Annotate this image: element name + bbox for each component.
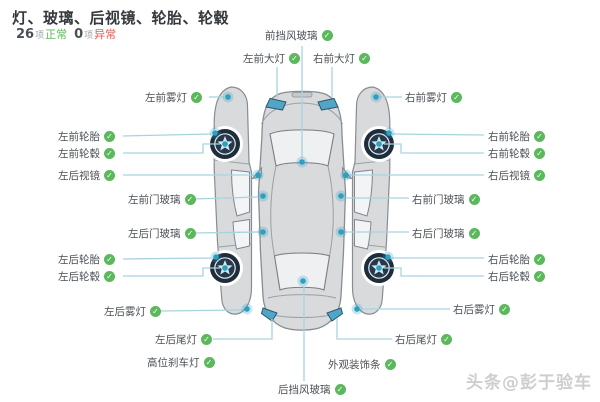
check-icon: ✓ [104, 271, 115, 282]
part-name: 右前轮毂 [488, 148, 530, 160]
check-icon: ✓ [441, 334, 452, 345]
part-name: 左前轮毂 [58, 148, 100, 160]
check-icon: ✓ [499, 304, 510, 315]
label-rear-left-foglight[interactable]: 左后雾灯 ✓ [104, 305, 161, 318]
part-name: 右前雾灯 [405, 92, 447, 104]
check-icon: ✓ [534, 148, 545, 159]
part-name: 左前轮胎 [58, 131, 100, 143]
check-icon: ✓ [104, 254, 115, 265]
label-rear-right-taillight[interactable]: 右后尾灯 ✓ [395, 333, 452, 346]
left-side-panel [209, 87, 252, 314]
label-rear-right-wheel-hub[interactable]: 右后轮毂 ✓ [488, 270, 545, 283]
part-name: 左后轮毂 [58, 271, 100, 283]
part-name: 右前轮胎 [488, 131, 530, 143]
part-name: 右后尾灯 [395, 334, 437, 346]
part-name: 高位刹车灯 [147, 357, 200, 369]
label-rear-right-foglight[interactable]: 右后雾灯 ✓ [453, 303, 510, 316]
label-front-right-headlight[interactable]: 右前大灯 ✓ [313, 52, 370, 65]
label-front-left-headlight[interactable]: 左前大灯 ✓ [243, 52, 300, 65]
part-name: 右后视镜 [488, 170, 530, 182]
normal-unit: 项 [35, 31, 45, 41]
label-front-right-foglight[interactable]: 右前雾灯 ✓ [405, 91, 462, 104]
part-name: 左前大灯 [243, 53, 285, 65]
check-icon: ✓ [534, 271, 545, 282]
part-name: 右前大灯 [313, 53, 355, 65]
rear-windshield-shape [273, 252, 331, 291]
part-name: 左后雾灯 [104, 306, 146, 318]
check-icon: ✓ [191, 92, 202, 103]
label-rear-left-wheel-hub[interactable]: 左后轮毂 ✓ [58, 270, 115, 283]
check-icon: ✓ [104, 170, 115, 181]
part-name: 左前门玻璃 [128, 194, 181, 206]
part-name: 右后轮毂 [488, 271, 530, 283]
check-icon: ✓ [534, 254, 545, 265]
label-front-left-wheel-hub[interactable]: 左前轮毂 ✓ [58, 147, 115, 160]
check-icon: ✓ [184, 194, 196, 205]
watermark: 头条@彭于验车 [466, 373, 592, 393]
label-high-brake-light[interactable]: 高位刹车灯✓ [147, 356, 215, 369]
page-title: 灯、玻璃、后视镜、轮胎、轮毂 [12, 9, 230, 27]
abnormal-count: 0 [74, 27, 84, 42]
connector-lines [122, 46, 485, 381]
part-name: 右后雾灯 [453, 304, 495, 316]
check-icon: ✓ [468, 194, 480, 205]
check-icon: ✓ [334, 384, 346, 395]
car-top-view [251, 90, 353, 331]
check-icon: ✓ [451, 92, 462, 103]
check-icon: ✓ [534, 131, 545, 142]
check-icon: ✓ [150, 306, 161, 317]
label-rear-left-taillight[interactable]: 左后尾灯 ✓ [155, 333, 212, 346]
right-side-panel [353, 87, 396, 314]
check-icon: ✓ [321, 30, 333, 41]
part-name: 左后轮胎 [58, 254, 100, 266]
label-front-left-foglight[interactable]: 左前雾灯 ✓ [145, 91, 202, 104]
front-right-headlight-shape [317, 97, 339, 111]
label-right-rearview-mirror[interactable]: 右后视镜 ✓ [488, 169, 545, 182]
part-name: 前挡风玻璃 [265, 30, 318, 42]
label-rear-left-door-glass[interactable]: 左后门玻璃✓ [128, 227, 196, 240]
part-name: 左后尾灯 [155, 334, 197, 346]
label-front-right-tire[interactable]: 右前轮胎 ✓ [488, 130, 545, 143]
part-name: 右前门玻璃 [412, 194, 465, 206]
label-front-windshield[interactable]: 前挡风玻璃✓ [265, 29, 333, 42]
abnormal-label: 异常 [94, 28, 117, 41]
label-front-right-door-glass[interactable]: 右前门玻璃✓ [412, 193, 480, 206]
check-icon: ✓ [104, 148, 115, 159]
normal-count: 26 [16, 27, 35, 42]
check-icon: ✓ [203, 357, 215, 368]
part-name: 左后门玻璃 [128, 228, 181, 240]
label-rear-left-tire[interactable]: 左后轮胎 ✓ [58, 253, 115, 266]
part-name: 后挡风玻璃 [278, 384, 331, 396]
label-rear-windshield[interactable]: 后挡风玻璃✓ [278, 383, 346, 396]
check-icon: ✓ [468, 228, 480, 239]
part-name: 左前雾灯 [145, 92, 187, 104]
check-icon: ✓ [534, 170, 545, 181]
front-left-headlight-shape [265, 97, 287, 111]
check-icon: ✓ [184, 228, 196, 239]
label-front-left-tire[interactable]: 左前轮胎 ✓ [58, 130, 115, 143]
check-icon: ✓ [104, 131, 115, 142]
check-icon: ✓ [201, 334, 212, 345]
part-name: 外观装饰条 [328, 359, 381, 371]
anchor-dots [209, 91, 395, 315]
normal-label: 正常 [45, 28, 68, 41]
part-name: 右后门玻璃 [412, 228, 465, 240]
part-name: 左后视镜 [58, 170, 100, 182]
check-icon: ✓ [384, 359, 396, 370]
label-front-right-wheel-hub[interactable]: 右前轮毂 ✓ [488, 147, 545, 160]
rear-right-taillight-shape [326, 307, 344, 322]
label-left-rearview-mirror[interactable]: 左后视镜 ✓ [58, 169, 115, 182]
label-rear-right-tire[interactable]: 右后轮胎 ✓ [488, 253, 545, 266]
label-front-left-door-glass[interactable]: 左前门玻璃✓ [128, 193, 196, 206]
abnormal-unit: 项 [84, 31, 94, 41]
part-name: 右后轮胎 [488, 254, 530, 266]
label-rear-right-door-glass[interactable]: 右后门玻璃✓ [412, 227, 480, 240]
check-icon: ✓ [359, 53, 370, 64]
label-exterior-trim[interactable]: 外观装饰条✓ [328, 358, 396, 371]
check-icon: ✓ [289, 53, 300, 64]
